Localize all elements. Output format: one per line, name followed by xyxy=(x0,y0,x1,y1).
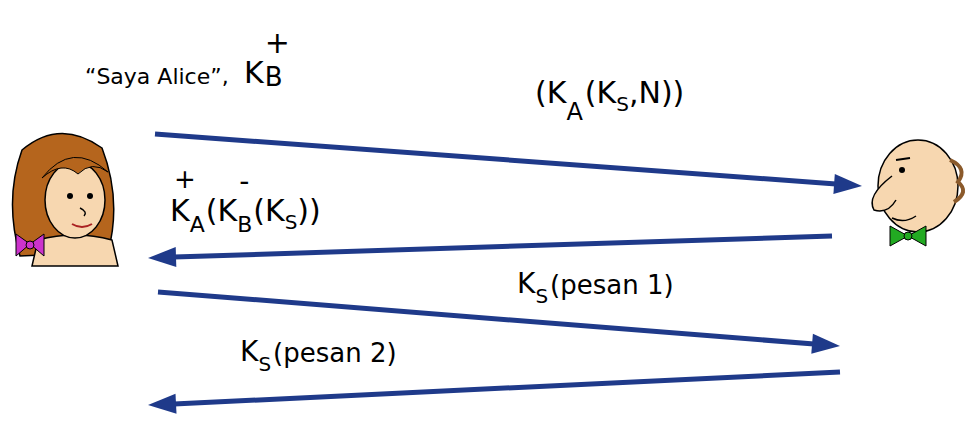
arrow-line xyxy=(155,134,836,184)
message-label: (K xyxy=(585,78,616,108)
message-label: )) xyxy=(297,196,320,226)
message-label: B xyxy=(237,214,252,236)
message-label: (pesan 2) xyxy=(273,340,397,366)
message-label: K xyxy=(244,58,264,88)
message-label: K xyxy=(517,270,535,298)
message-label: (K xyxy=(206,196,237,226)
arrow-line xyxy=(158,292,814,344)
message-label: (K xyxy=(253,196,284,226)
arrow-head xyxy=(833,174,862,194)
message-label: A xyxy=(566,100,582,124)
arrow-line xyxy=(174,372,840,404)
message-label: A xyxy=(190,214,205,236)
message-label: “Saya Alice”, xyxy=(85,66,229,88)
message-label: S xyxy=(535,286,548,306)
message-label: ,N)) xyxy=(629,78,684,108)
message-label: B xyxy=(265,64,283,90)
arrow-head xyxy=(148,394,177,414)
message-label: (K xyxy=(535,78,566,108)
arrow-head xyxy=(811,334,840,354)
message-label: (pesan 1) xyxy=(550,272,674,298)
arrow-line xyxy=(174,236,832,257)
bob-figure xyxy=(872,140,963,246)
message-arrows xyxy=(148,134,862,414)
arrow-head xyxy=(148,247,176,267)
message-label: - xyxy=(239,168,249,196)
message-label: + xyxy=(174,166,196,192)
alice-figure xyxy=(12,133,118,266)
message-label: K xyxy=(240,338,258,366)
message-label: S xyxy=(285,212,298,232)
message-label: K xyxy=(170,196,190,226)
message-label: S xyxy=(616,94,629,114)
message-label: + xyxy=(265,28,290,58)
message-label: S xyxy=(258,354,271,374)
